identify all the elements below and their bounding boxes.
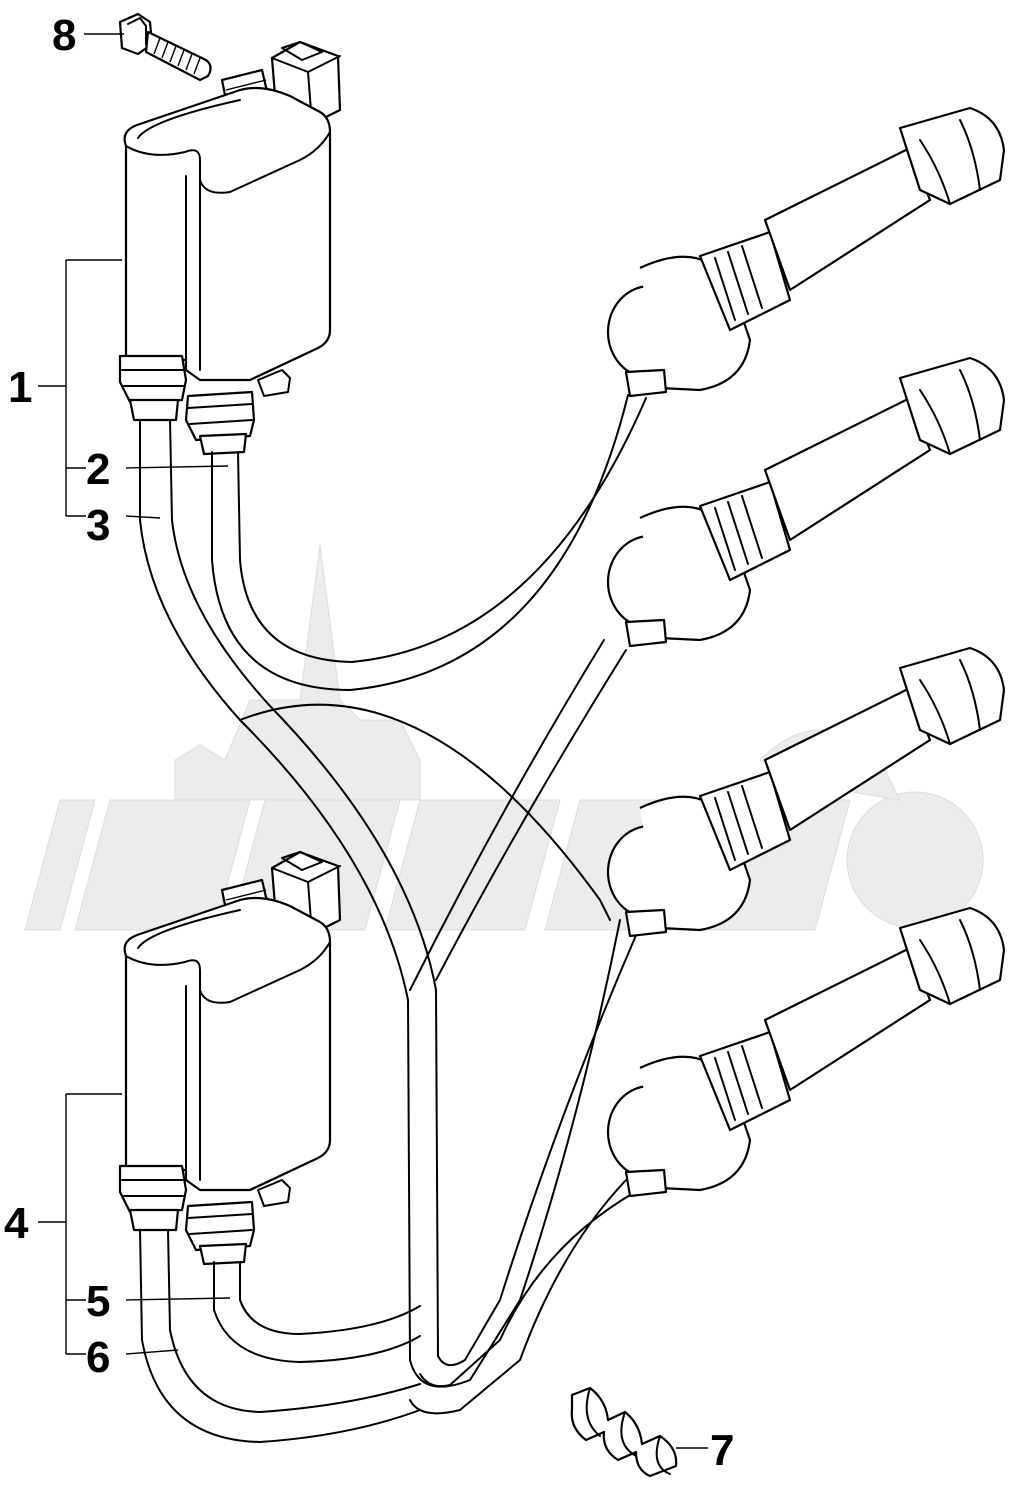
callout-7: 7 [710, 1426, 734, 1475]
callout-4: 4 [4, 1199, 29, 1248]
spark-plug-cap-1 [606, 106, 1006, 398]
leader-lines [38, 33, 708, 1449]
spark-plug-cap-3 [606, 646, 1006, 938]
callout-8: 8 [52, 11, 76, 60]
callout-1: 1 [8, 363, 32, 412]
callout-5: 5 [86, 1277, 110, 1326]
spark-plug-cap-4 [606, 906, 1006, 1198]
ignition-coil-upper [118, 40, 342, 456]
bolt [118, 12, 212, 82]
callout-6: 6 [86, 1333, 110, 1382]
callout-2: 2 [86, 445, 110, 494]
cable-clip [570, 1386, 678, 1478]
ignition-coil-lower [118, 850, 342, 1266]
cables [139, 394, 647, 1443]
callout-3: 3 [86, 501, 110, 550]
spark-plug-cap-2 [606, 356, 1006, 648]
